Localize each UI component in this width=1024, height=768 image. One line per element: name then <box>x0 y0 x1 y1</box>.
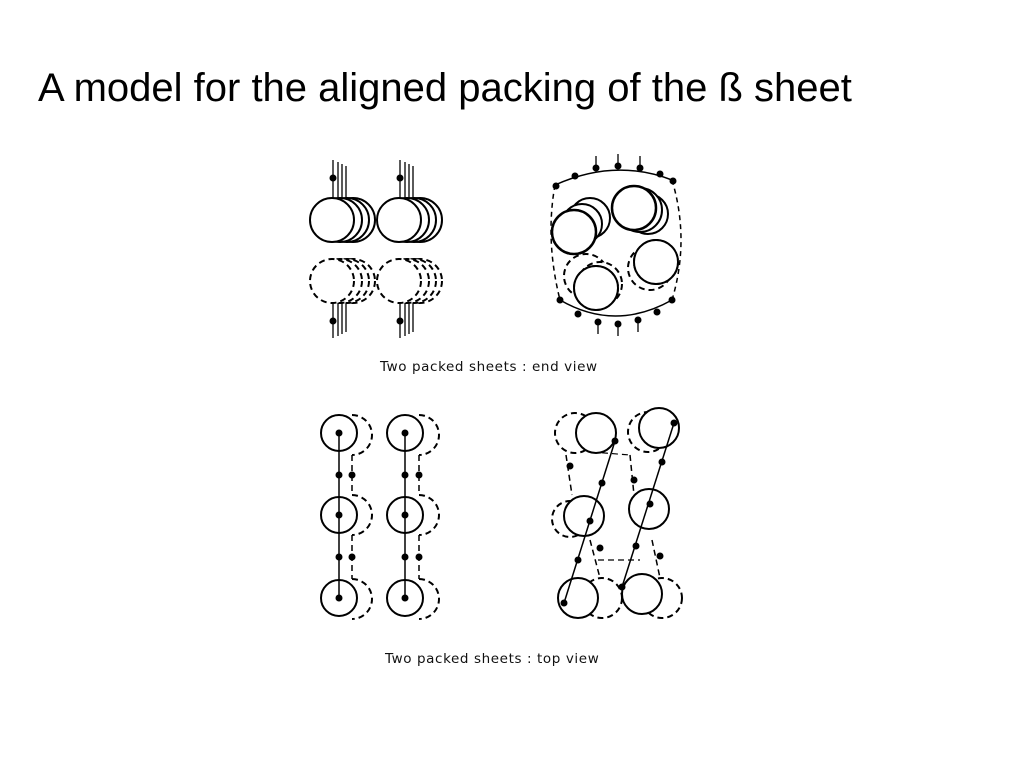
end-view-aligned-panel <box>309 160 443 338</box>
slide-title: A model for the aligned packing of the ß… <box>38 66 852 110</box>
end-view-caption: Two packed sheets : end view <box>379 359 598 375</box>
beta-sheet-packing-figure: Two packed sheets : end view Two packed … <box>280 145 730 685</box>
top-view-aligned-panel <box>320 414 440 620</box>
top-view-caption: Two packed sheets : top view <box>384 651 599 667</box>
top-view-twisted-panel <box>551 407 683 619</box>
end-view-twisted-panel <box>550 154 682 336</box>
